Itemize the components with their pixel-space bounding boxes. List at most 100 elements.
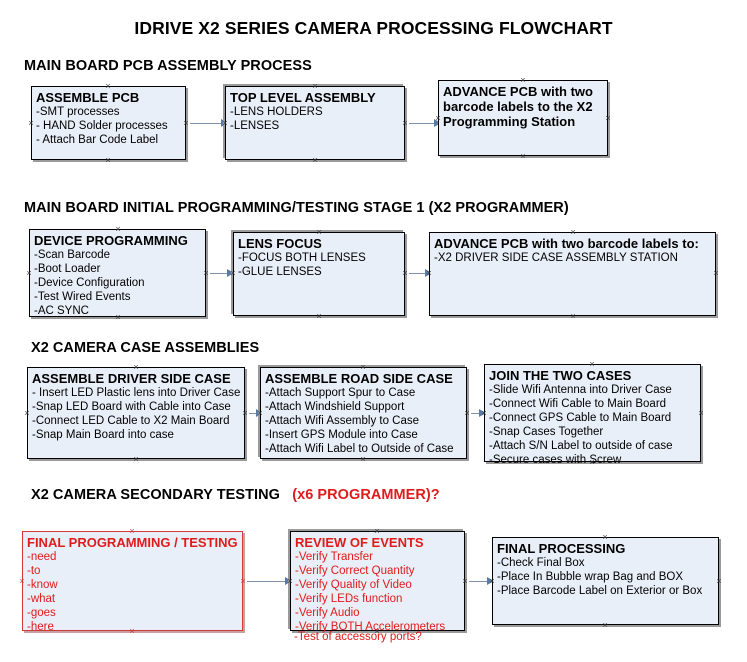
connection-handle[interactable] <box>425 269 433 277</box>
connector-line <box>190 123 224 124</box>
box-title: FINAL PROGRAMMING / TESTING <box>27 535 238 550</box>
box-title: JOIN THE TWO CASES <box>489 368 632 383</box>
connection-handle[interactable] <box>480 409 488 417</box>
connection-handle[interactable] <box>114 313 122 321</box>
connection-handle[interactable] <box>359 455 367 463</box>
box-advance-pcb-programming-station[interactable]: ADVANCE PCB with two barcode labels to t… <box>438 80 608 156</box>
box-final-programming-testing[interactable]: FINAL PROGRAMMING / TESTING -need -to -k… <box>22 531 243 633</box>
box-device-programming[interactable]: DEVICE PROGRAMMING -Scan Barcode -Boot L… <box>29 229 206 317</box>
connection-handle[interactable] <box>25 269 33 277</box>
box-title: LENS FOCUS <box>238 236 322 251</box>
connection-handle[interactable] <box>128 527 136 535</box>
page-title: IDRIVE X2 SERIES CAMERA PROCESSING FLOWC… <box>134 18 613 38</box>
box-line: -Verify Quality of Video <box>295 579 412 591</box>
connection-handle[interactable] <box>202 269 210 277</box>
box-line: -FOCUS BOTH LENSES <box>238 252 366 264</box>
connection-handle[interactable] <box>315 312 323 320</box>
box-line: -Verify BOTH Accelerometers <box>295 621 446 633</box>
connection-handle[interactable] <box>373 627 381 635</box>
connection-handle[interactable] <box>588 360 596 368</box>
connection-handle[interactable] <box>373 527 381 535</box>
connection-handle[interactable] <box>104 156 112 164</box>
box-line: -Scan Barcode <box>34 249 111 261</box>
connection-handle[interactable] <box>463 409 471 417</box>
connection-handle[interactable] <box>221 119 229 127</box>
connection-handle[interactable] <box>601 533 609 541</box>
connection-handle[interactable] <box>434 114 442 122</box>
connection-handle[interactable] <box>519 76 527 84</box>
connection-handle[interactable] <box>359 363 367 371</box>
box-line: -need <box>27 551 57 563</box>
connection-handle[interactable] <box>697 409 705 417</box>
connection-handle[interactable] <box>18 577 26 585</box>
box-advance-pcb-driver-side-case[interactable]: ADVANCE PCB with two barcode labels to: … <box>429 232 716 316</box>
box-line: -to <box>27 565 41 577</box>
connection-handle[interactable] <box>569 312 577 320</box>
connection-handle[interactable] <box>104 82 112 90</box>
connector-line <box>409 273 428 274</box>
box-assemble-pcb[interactable]: ASSEMBLE PCB -SMT processes - HAND Solde… <box>31 86 186 160</box>
box-line: -Test Wired Events <box>34 291 131 303</box>
box-line: - Insert LED Plastic lens into Driver Ca… <box>32 387 241 399</box>
connection-handle[interactable] <box>132 363 140 371</box>
section-heading-accent: (x6 PROGRAMMER)? <box>292 487 440 503</box>
connection-handle[interactable] <box>315 228 323 236</box>
box-line: -Verify Audio <box>295 607 360 619</box>
box-review-of-events[interactable]: REVIEW OF EVENTS -Verify Transfer -Verif… <box>290 531 465 633</box>
connection-handle[interactable] <box>712 269 720 277</box>
box-lens-focus[interactable]: LENS FOCUS -FOCUS BOTH LENSES -GLUE LENS… <box>233 232 405 316</box>
connector-line <box>471 413 483 414</box>
box-overflow-line: -Test of accessory ports? <box>294 631 422 643</box>
box-line: -Snap Main Board into case <box>32 429 174 441</box>
box-top-level-assembly[interactable]: TOP LEVEL ASSEMBLY -LENS HOLDERS -LENSES <box>225 86 405 160</box>
box-line: -Verify Transfer <box>295 551 373 563</box>
box-assemble-driver-side-case[interactable]: ASSEMBLE DRIVER SIDE CASE - Insert LED P… <box>27 367 245 459</box>
connector-line <box>409 123 437 124</box>
connection-handle[interactable] <box>256 409 264 417</box>
connection-handle[interactable] <box>229 269 237 277</box>
box-line: -LENS HOLDERS <box>230 106 323 118</box>
connection-handle[interactable] <box>241 409 249 417</box>
connection-handle[interactable] <box>182 119 190 127</box>
box-line: -Attach Windshield Support <box>265 401 405 413</box>
connection-handle[interactable] <box>401 269 409 277</box>
connection-handle[interactable] <box>715 577 723 585</box>
connection-handle[interactable] <box>128 627 136 635</box>
box-line: -Snap LED Board with Cable into Case <box>32 401 231 413</box>
box-title: ASSEMBLE DRIVER SIDE CASE <box>32 371 231 386</box>
box-join-the-two-cases[interactable]: JOIN THE TWO CASES -Slide Wifi Antenna i… <box>484 364 701 466</box>
box-line: -Place Barcode Label on Exterior or Box <box>497 585 703 597</box>
connection-handle[interactable] <box>23 409 31 417</box>
connection-handle[interactable] <box>286 577 294 585</box>
box-assemble-road-side-case[interactable]: ASSEMBLE ROAD SIDE CASE -Attach Support … <box>260 367 467 459</box>
connection-handle[interactable] <box>132 455 140 463</box>
box-line: -Check Final Box <box>497 557 585 569</box>
connection-handle[interactable] <box>401 119 409 127</box>
box-line: -Slide Wifi Antenna into Driver Case <box>489 384 672 396</box>
box-line: -Place In Bubble wrap Bag and BOX <box>497 571 684 583</box>
connection-handle[interactable] <box>588 458 596 466</box>
box-line: -Attach Wifi Label to Outside of Case <box>265 443 454 455</box>
box-line: -Device Configuration <box>34 277 145 289</box>
connection-handle[interactable] <box>239 577 247 585</box>
box-line: -here <box>27 621 54 633</box>
section-heading-x2-camera-secondary-testing: X2 CAMERA SECONDARY TESTING (x6 PROGRAMM… <box>31 487 440 503</box>
connection-handle[interactable] <box>488 577 496 585</box>
box-final-processing[interactable]: FINAL PROCESSING -Check Final Box -Place… <box>492 537 719 625</box>
connection-handle[interactable] <box>601 621 609 629</box>
connection-handle[interactable] <box>519 152 527 160</box>
connection-handle[interactable] <box>311 82 319 90</box>
connection-handle[interactable] <box>311 156 319 164</box>
connection-handle[interactable] <box>604 114 612 122</box>
box-title: ADVANCE PCB with two barcode labels to t… <box>443 84 593 129</box>
box-line: - Attach Bar Code Label <box>36 134 159 146</box>
box-title: FINAL PROCESSING <box>497 541 626 556</box>
connection-handle[interactable] <box>114 225 122 233</box>
connection-handle[interactable] <box>461 577 469 585</box>
box-line: -Insert GPS Module into Case <box>265 429 418 441</box>
connection-handle[interactable] <box>569 228 577 236</box>
box-title: TOP LEVEL ASSEMBLY <box>230 90 376 105</box>
box-line: -Connect Wifi Cable to Main Board <box>489 398 667 410</box>
connection-handle[interactable] <box>27 119 35 127</box>
